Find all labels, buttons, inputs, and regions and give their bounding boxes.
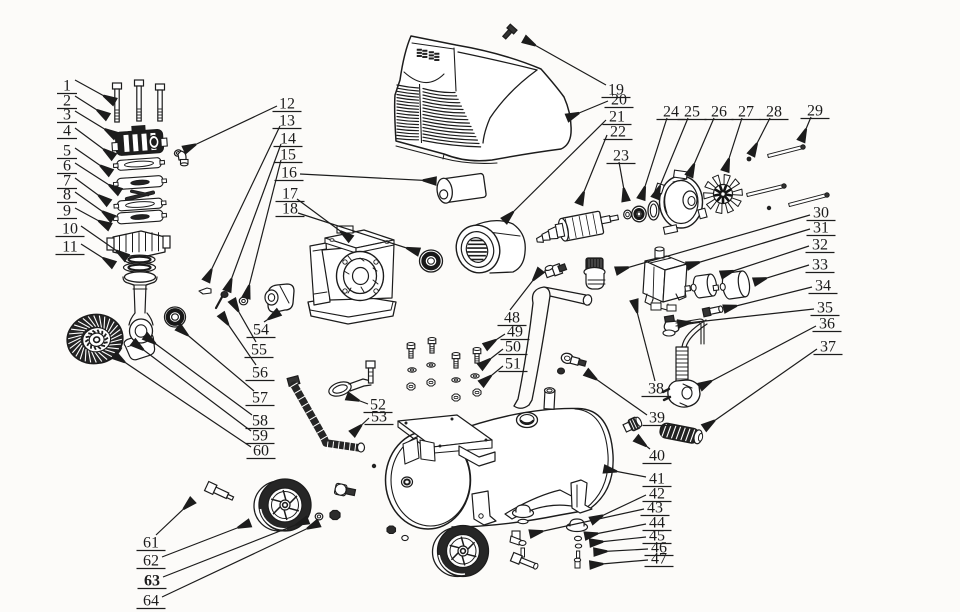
svg-text:19: 19 [608, 82, 624, 99]
svg-text:10: 10 [62, 221, 78, 238]
svg-text:24: 24 [663, 104, 679, 121]
svg-text:35: 35 [817, 300, 833, 317]
svg-text:57: 57 [252, 390, 268, 407]
svg-text:3: 3 [63, 107, 71, 124]
svg-text:37: 37 [820, 339, 836, 356]
svg-text:31: 31 [813, 220, 829, 237]
svg-text:6: 6 [63, 158, 71, 175]
svg-text:2: 2 [63, 93, 71, 110]
svg-text:38: 38 [648, 381, 664, 398]
svg-text:48: 48 [504, 310, 520, 327]
svg-text:25: 25 [684, 104, 700, 121]
svg-text:14: 14 [280, 131, 296, 148]
svg-text:4: 4 [63, 123, 71, 140]
svg-text:23: 23 [613, 148, 629, 165]
svg-text:1: 1 [63, 78, 71, 95]
svg-text:16: 16 [281, 165, 297, 182]
svg-text:63: 63 [144, 573, 160, 590]
svg-text:22: 22 [610, 124, 626, 141]
svg-text:50: 50 [505, 339, 521, 356]
svg-text:29: 29 [807, 103, 823, 120]
svg-text:33: 33 [812, 257, 828, 274]
svg-text:34: 34 [815, 278, 831, 295]
svg-text:36: 36 [819, 316, 835, 333]
svg-text:64: 64 [143, 593, 159, 610]
svg-text:53: 53 [371, 409, 387, 426]
svg-text:27: 27 [738, 104, 754, 121]
svg-text:41: 41 [649, 471, 665, 488]
svg-text:40: 40 [649, 448, 665, 465]
svg-text:11: 11 [62, 239, 77, 256]
svg-text:43: 43 [647, 500, 663, 517]
svg-text:42: 42 [649, 486, 665, 503]
svg-text:26: 26 [711, 104, 727, 121]
svg-text:55: 55 [251, 342, 267, 359]
svg-text:12: 12 [279, 96, 295, 113]
svg-text:52: 52 [370, 397, 386, 414]
svg-text:7: 7 [63, 173, 71, 190]
svg-text:28: 28 [766, 104, 782, 121]
svg-text:32: 32 [812, 237, 828, 254]
svg-text:49: 49 [507, 324, 523, 341]
svg-text:20: 20 [611, 92, 627, 109]
svg-text:61: 61 [143, 535, 159, 552]
svg-text:5: 5 [63, 143, 71, 160]
svg-text:59: 59 [252, 428, 268, 445]
svg-text:56: 56 [252, 365, 268, 382]
svg-text:18: 18 [282, 201, 298, 218]
svg-text:13: 13 [279, 113, 295, 130]
svg-text:60: 60 [253, 443, 269, 460]
svg-text:39: 39 [649, 410, 665, 427]
svg-text:21: 21 [609, 109, 625, 126]
svg-text:44: 44 [649, 515, 665, 532]
svg-text:30: 30 [813, 205, 829, 222]
svg-text:51: 51 [505, 356, 521, 373]
svg-text:8: 8 [63, 187, 71, 204]
svg-text:46: 46 [651, 540, 667, 557]
svg-text:58: 58 [252, 413, 268, 430]
svg-text:17: 17 [282, 186, 298, 203]
svg-text:15: 15 [280, 147, 296, 164]
svg-text:45: 45 [649, 528, 665, 545]
svg-text:54: 54 [253, 322, 269, 339]
svg-text:62: 62 [143, 553, 159, 570]
svg-text:9: 9 [63, 203, 71, 220]
svg-text:47: 47 [651, 551, 667, 568]
